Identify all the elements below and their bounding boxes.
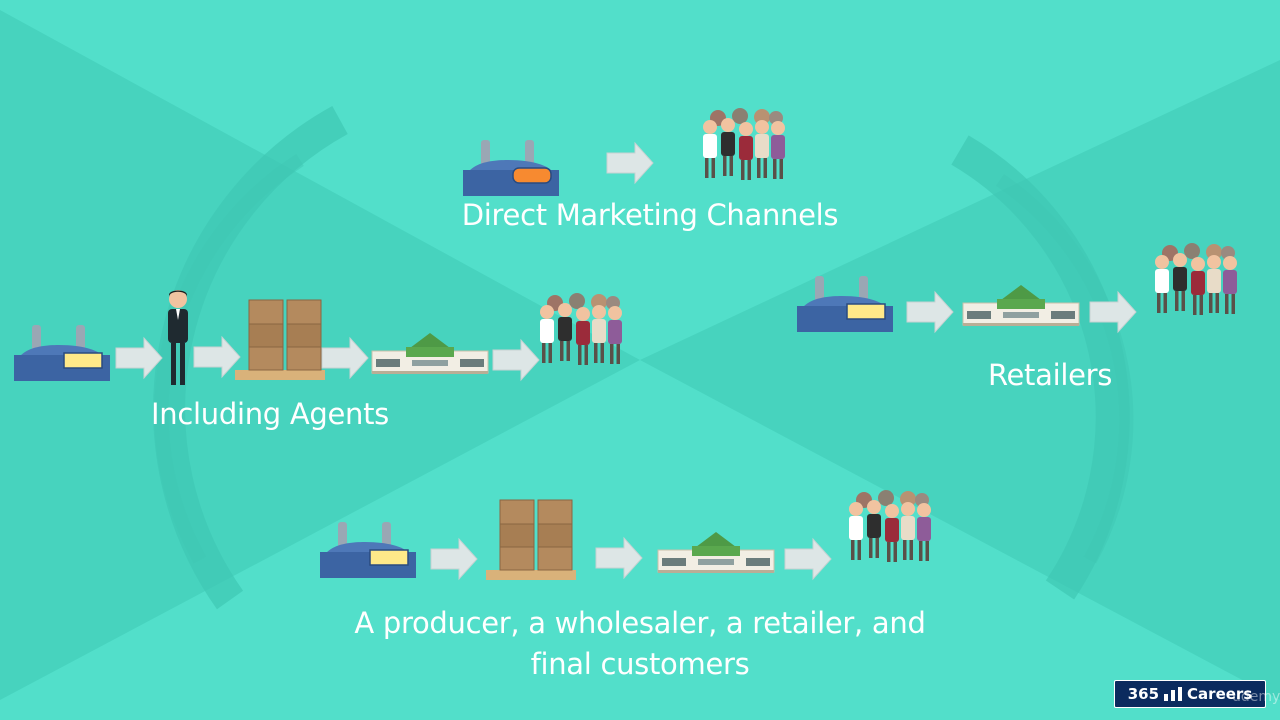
- arrow-icon: [116, 338, 162, 378]
- factory-icon: [14, 325, 110, 381]
- direct-marketing-caption: Direct Marketing Channels: [440, 198, 860, 233]
- factory-icon: [320, 522, 416, 578]
- agents-channel: [14, 290, 622, 385]
- customers-icon: [849, 490, 931, 562]
- factory-icon: [797, 276, 893, 332]
- arrow-icon: [607, 143, 653, 183]
- retailers-caption: Retailers: [960, 358, 1140, 393]
- full-channel: [320, 490, 931, 580]
- boxes-icon: [486, 500, 576, 580]
- arrow-icon: [785, 539, 831, 579]
- bar-chart-icon: [1164, 687, 1182, 701]
- full-chain-caption-line2: final customers: [531, 647, 750, 681]
- full-chain-caption-line1: A producer, a wholesaler, a retailer, an…: [354, 606, 925, 640]
- arrow-icon: [493, 340, 539, 380]
- agent-icon: [168, 290, 188, 385]
- arrow-icon: [596, 538, 642, 578]
- direct-channel: [463, 108, 785, 196]
- watermark: udemy: [1232, 689, 1280, 705]
- customers-icon: [540, 293, 622, 365]
- full-chain-caption: A producer, a wholesaler, a retailer, an…: [300, 603, 980, 685]
- arrow-icon: [1090, 292, 1136, 332]
- including-agents-caption: Including Agents: [120, 397, 420, 432]
- arrow-icon: [194, 337, 240, 377]
- arrow-icon: [431, 539, 477, 579]
- logo-number: 365: [1128, 685, 1159, 703]
- factory-icon: [463, 140, 559, 196]
- store-icon: [658, 532, 774, 573]
- boxes-icon: [235, 300, 325, 380]
- store-icon: [372, 333, 488, 374]
- arrow-icon: [322, 338, 368, 378]
- retailers-channel: [797, 243, 1237, 332]
- store-icon: [963, 285, 1079, 326]
- customers-icon: [1155, 243, 1237, 315]
- arrow-icon: [907, 292, 953, 332]
- customers-icon: [703, 108, 785, 180]
